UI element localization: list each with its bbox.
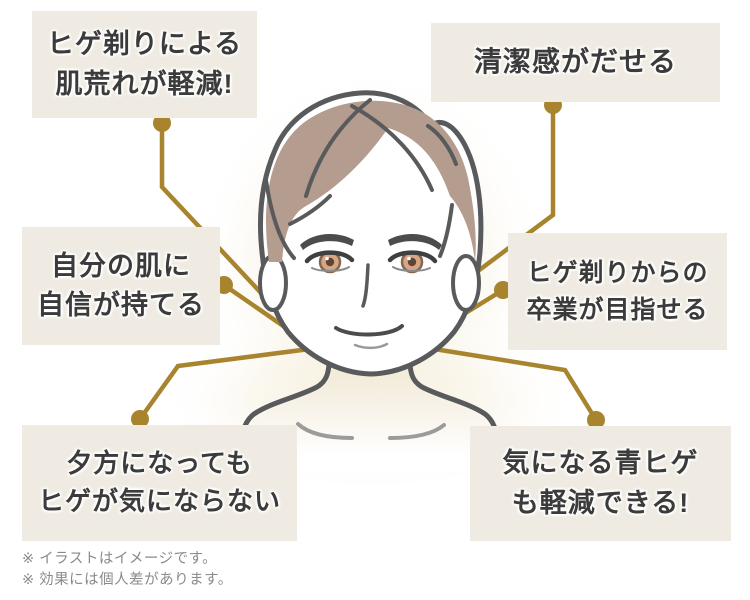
benefit-text: 清潔感がだせる xyxy=(473,46,677,78)
collarbone-left xyxy=(296,422,354,440)
eyebrows xyxy=(300,233,442,250)
connector-dot xyxy=(587,411,605,429)
benefit-text: 卒業が目指せる xyxy=(526,295,709,324)
benefit-text: 気になる青ヒゲ xyxy=(502,448,699,479)
connector-bottom-right xyxy=(427,345,605,429)
lower-lip xyxy=(353,342,389,350)
connector-top-left xyxy=(153,114,307,342)
benefit-label-bottom-right: 気になる青ヒゲ も軽減できる! xyxy=(470,426,731,541)
connector-dot xyxy=(131,410,149,428)
nose xyxy=(361,263,370,308)
eyebrow-right xyxy=(388,233,442,250)
hair xyxy=(266,100,476,263)
footnote-illustration: ※ イラストはイメージです。 xyxy=(22,551,218,567)
collarbone-right xyxy=(388,423,446,440)
benefit-text: も軽減できる! xyxy=(511,487,690,518)
benefit-label-bottom-left: 夕方になっても ヒゲが気にならない xyxy=(22,425,297,541)
benefit-text: 夕方になっても xyxy=(66,448,253,479)
connector-dot xyxy=(494,281,512,299)
eyebrow-left xyxy=(300,233,354,250)
connector-lines xyxy=(131,96,605,429)
footnotes: ※ イラストはイメージです。 ※ 効果には個人差があります。 xyxy=(22,549,233,591)
benefit-text: 自分の肌に xyxy=(51,250,191,281)
eye-left xyxy=(304,250,355,274)
connector-dot xyxy=(153,114,171,132)
torso xyxy=(240,344,500,472)
benefit-text: ヒゲ剃りによる xyxy=(46,29,243,60)
benefit-label-middle-left: 自分の肌に 自信が持てる xyxy=(22,227,220,345)
mouth xyxy=(334,324,404,337)
eye-right xyxy=(387,250,438,274)
connector-bottom-left xyxy=(131,344,326,428)
footnote-results: ※ 効果には個人差があります。 xyxy=(22,572,233,588)
benefit-label-top-left: ヒゲ剃りによる 肌荒れが軽減! xyxy=(32,11,257,118)
benefit-label-top-right: 清潔感がだせる xyxy=(431,23,720,102)
benefit-text: 自信が持てる xyxy=(37,290,205,320)
male-face xyxy=(238,90,501,472)
benefit-text: ヒゲ剃りからの xyxy=(526,259,709,288)
ear-right xyxy=(451,254,481,312)
hair-strands xyxy=(264,98,458,260)
benefit-text: 肌荒れが軽減! xyxy=(55,68,234,99)
benefit-label-middle-right: ヒゲ剃りからの 卒業が目指せる xyxy=(508,233,727,350)
shoulder-outline-right xyxy=(407,349,501,447)
ear-left xyxy=(258,254,288,312)
benefit-text: ヒゲが気にならない xyxy=(37,486,281,516)
